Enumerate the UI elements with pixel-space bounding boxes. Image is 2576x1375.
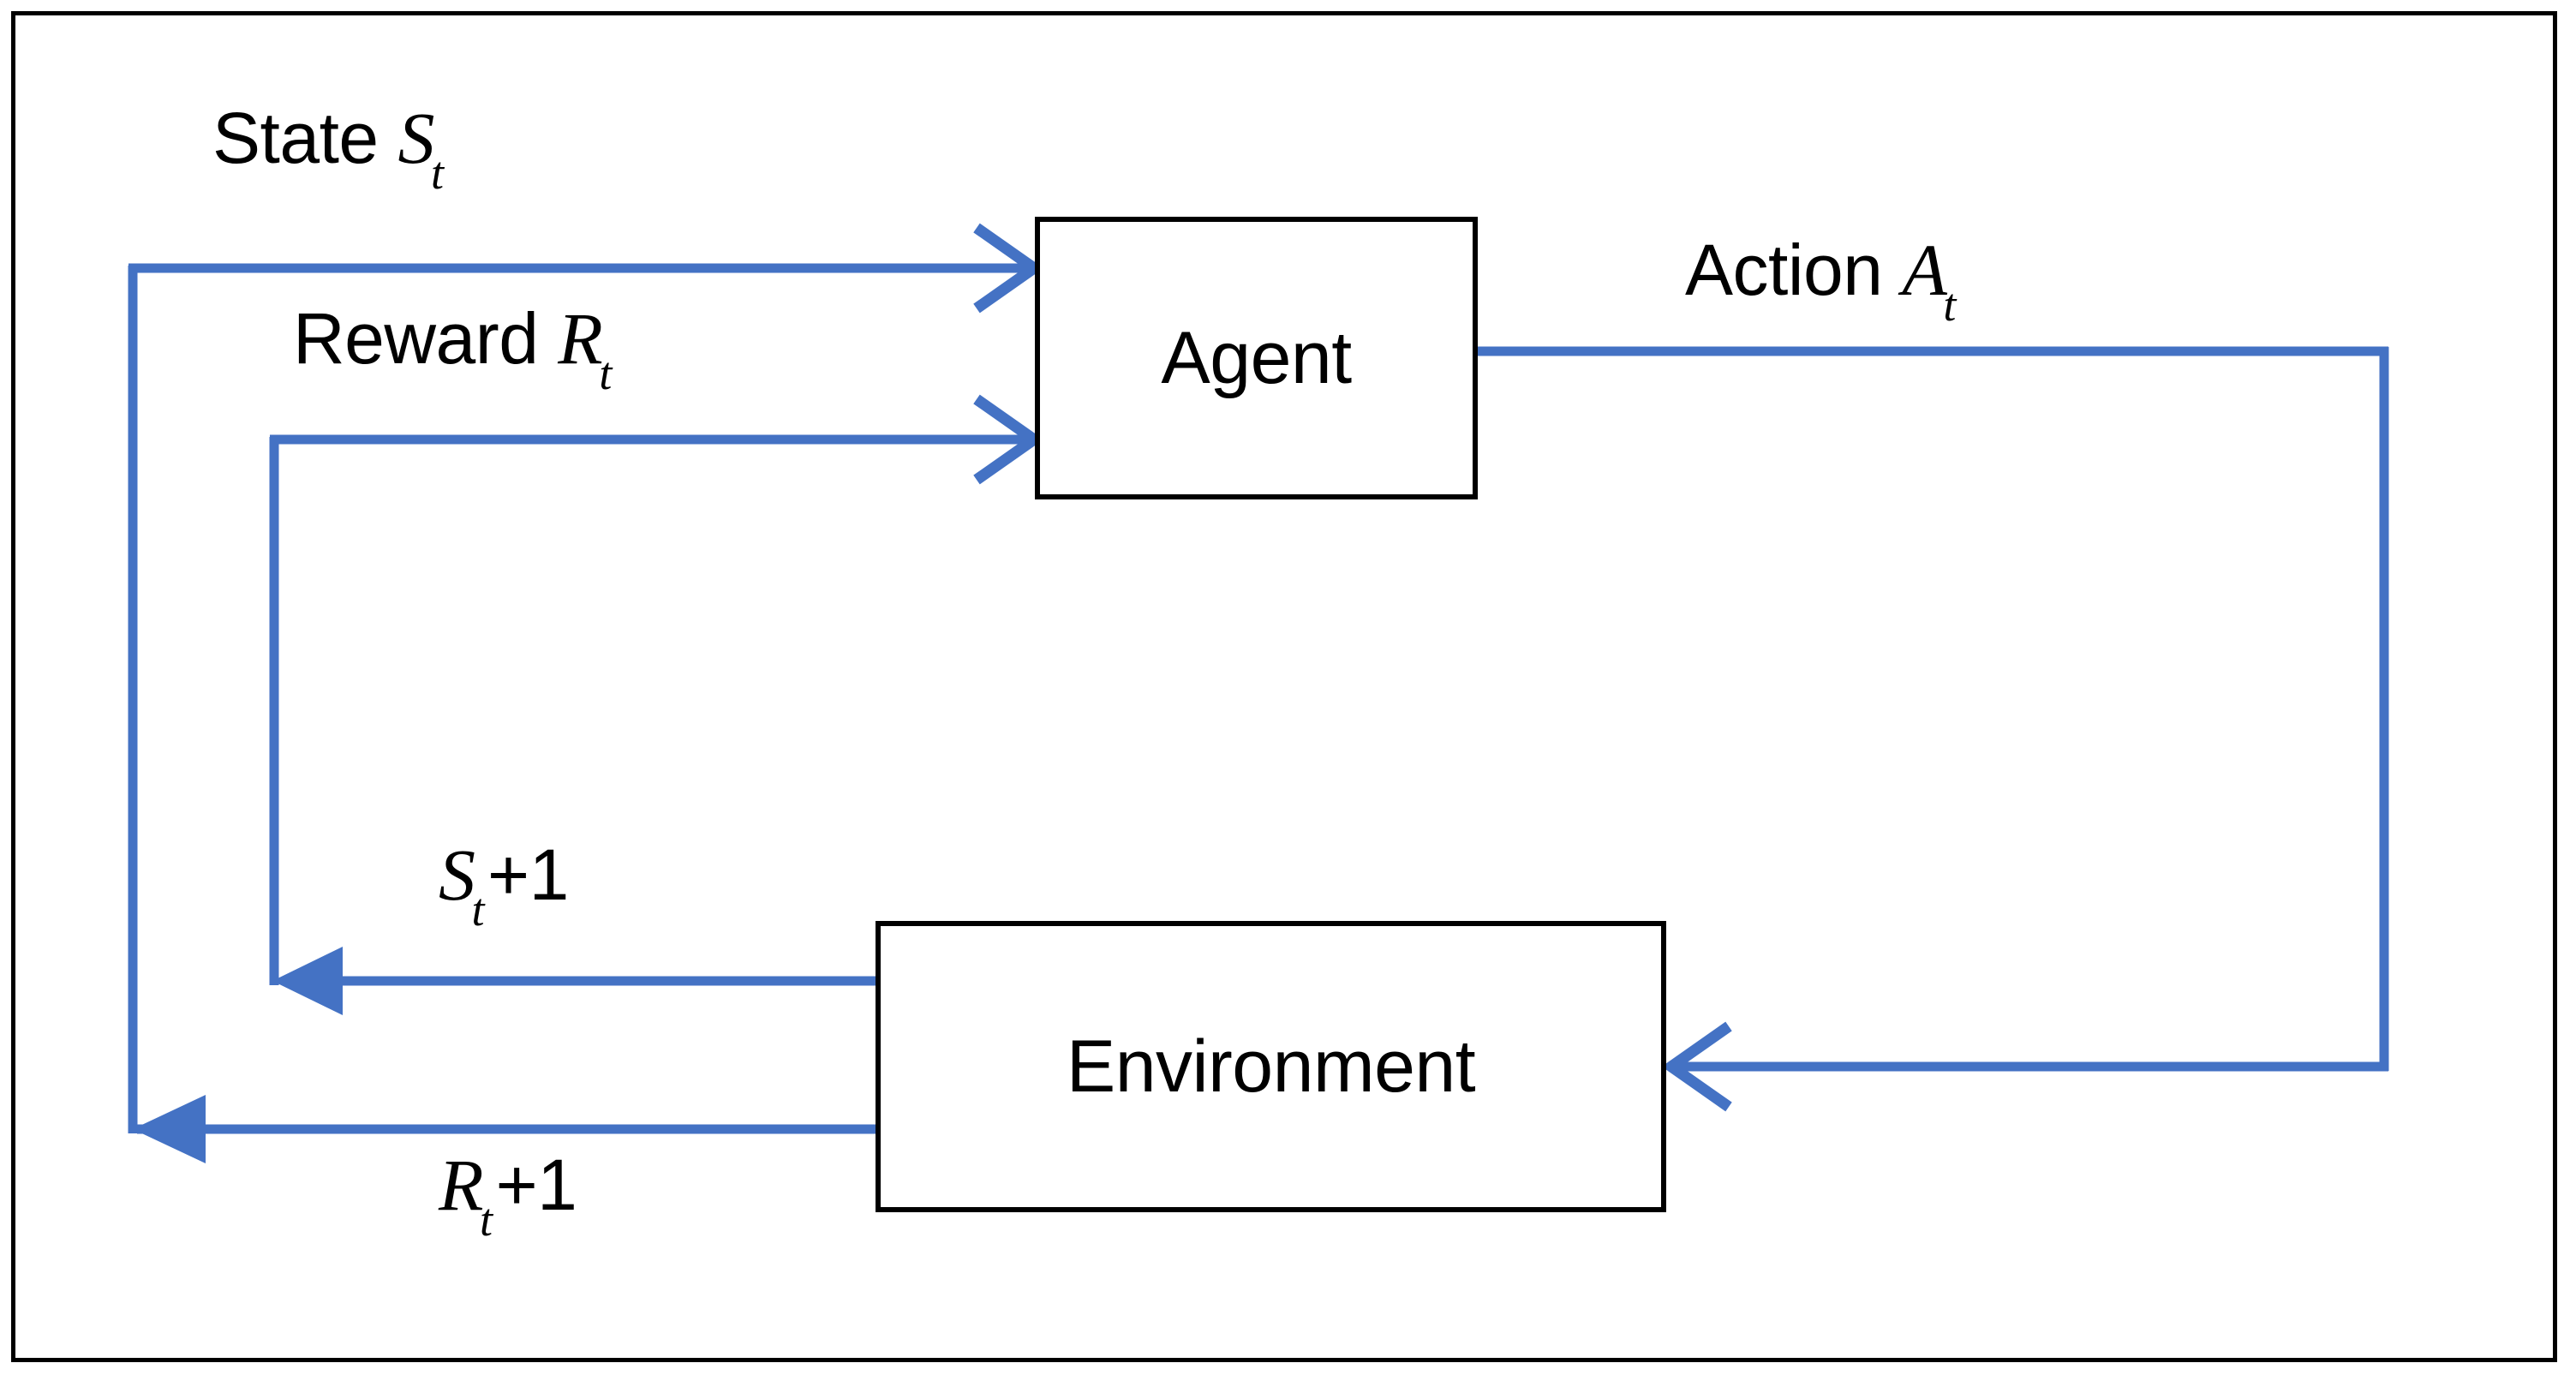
edge-label-state-next-suffix: +1	[487, 834, 569, 915]
edge-label-state-symbol: S	[397, 97, 434, 179]
state-arrowhead-icon	[973, 223, 1044, 314]
edge-label-reward-next-subscript: t	[480, 1193, 493, 1246]
edge-label-reward: Reward Rt	[293, 302, 615, 397]
edge-label-state-subscript: t	[430, 146, 444, 199]
edge-label-state-next: St+1	[439, 838, 569, 933]
edge-path-action	[1475, 346, 2389, 1112]
edge-label-action-symbol: A	[1902, 229, 1947, 311]
edge-label-action-subscript: t	[1943, 278, 1956, 331]
edge-path-state-next	[272, 947, 881, 1015]
edge-label-reward-word: Reward	[293, 298, 539, 379]
edge-label-action-word: Action	[1685, 230, 1883, 310]
edge-label-state: State St	[212, 98, 447, 196]
node-environment[interactable]: Environment	[876, 921, 1666, 1212]
node-agent[interactable]: Agent	[1035, 217, 1478, 499]
reward-arrowhead-icon	[973, 394, 1044, 485]
edge-label-reward-subscript: t	[599, 347, 612, 399]
edge-label-reward-next-suffix: +1	[495, 1145, 577, 1225]
edge-label-state-next-subscript: t	[471, 883, 485, 936]
edge-label-reward-symbol: R	[558, 297, 603, 380]
edge-path-reward	[269, 394, 1044, 985]
node-agent-label: Agent	[1161, 317, 1352, 399]
action-arrowhead-icon	[1661, 1021, 1732, 1112]
edge-label-state-word: State	[212, 98, 379, 178]
edge-path-reward-next	[133, 1095, 881, 1163]
edge-label-reward-next: Rt+1	[439, 1145, 577, 1243]
edge-label-action: Action At	[1685, 230, 1959, 328]
edge-label-reward-next-symbol: R	[439, 1144, 484, 1226]
node-environment-label: Environment	[1066, 1025, 1476, 1108]
reward-next-arrowhead-icon	[133, 1095, 206, 1163]
edge-label-state-next-symbol: S	[439, 834, 475, 916]
state-next-arrowhead-icon	[272, 947, 343, 1015]
